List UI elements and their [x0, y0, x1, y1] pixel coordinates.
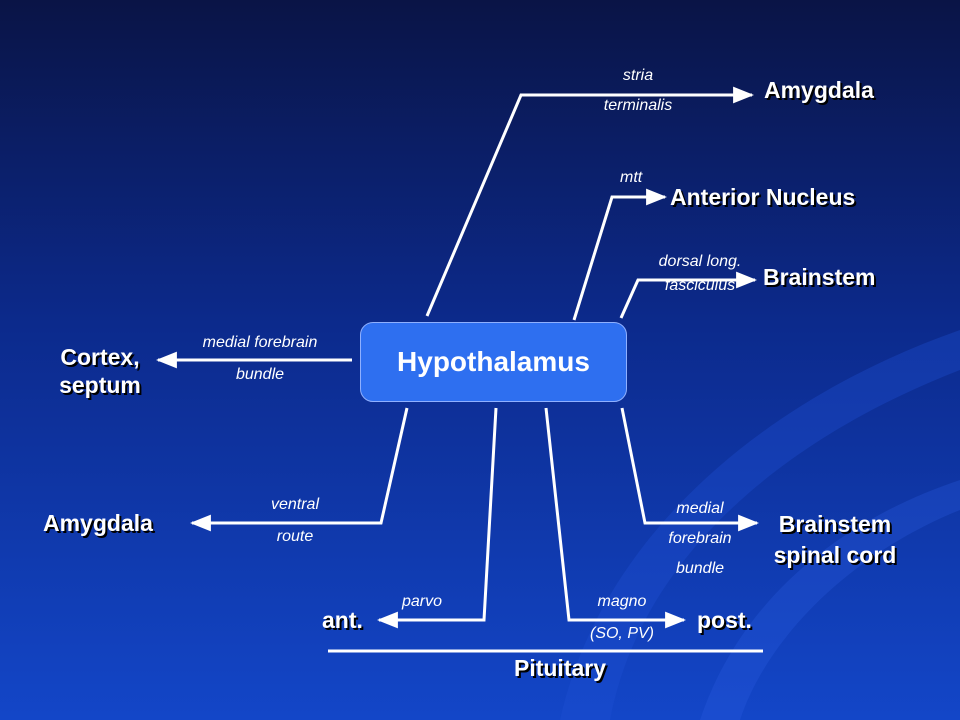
medial-forebrain-bundle-right-line3: bundle — [675, 560, 725, 577]
medial-forebrain-bundle-left-line2: bundle — [235, 366, 285, 383]
cortex-label: Cortex, — [60, 344, 140, 370]
stria-terminalis-line2: terminalis — [603, 97, 673, 114]
arrow-magno — [544, 407, 687, 629]
medial-forebrain-bundle-right-label: medial forebrain bundle — [650, 499, 750, 579]
arrow-stria-terminalis — [425, 86, 755, 317]
magno-line1: magno — [597, 593, 647, 610]
stria-terminalis-line1: stria — [622, 67, 654, 84]
anterior-pituitary-node: ant. — [322, 607, 363, 633]
ventral-route-line2: route — [276, 528, 314, 545]
septum-label: septum — [59, 372, 141, 398]
arrow-mtt — [572, 188, 668, 321]
hypothalamus-label: Hypothalamus — [397, 346, 590, 377]
dorsal-long-fasciculus-line1: dorsal long. — [658, 253, 742, 270]
mtt-label: mtt — [620, 169, 643, 186]
brainstem-label: Brainstem — [778, 511, 892, 537]
medial-forebrain-bundle-right-line1: medial — [676, 500, 724, 517]
anterior-nucleus-node: Anterior Nucleus — [670, 184, 856, 210]
dorsal-long-fasciculus-label: dorsal long. fasciculus — [640, 252, 760, 296]
dorsal-long-fasciculus-line2: fasciculus — [664, 277, 736, 294]
amygdala-bottom-node: Amygdala — [43, 510, 153, 536]
arrow-parvo — [376, 407, 498, 629]
posterior-pituitary-node: post. — [697, 607, 752, 633]
pituitary-label: Pituitary — [513, 655, 607, 681]
arrow-medial-forebrain-bundle-right — [620, 407, 760, 532]
parvo-label: parvo — [402, 593, 443, 610]
magno-label: magno (SO, PV) — [572, 592, 672, 644]
amygdala-top-node: Amygdala — [764, 77, 874, 103]
spinal-cord-label: spinal cord — [773, 542, 897, 568]
hypothalamus-node: Hypothalamus — [360, 322, 627, 402]
cortex-septum-node: Cortex, septum — [40, 343, 160, 399]
stria-terminalis-label: stria terminalis — [588, 66, 688, 116]
ventral-route-label: ventral route — [245, 495, 345, 547]
brainstem-top-node: Brainstem — [763, 264, 876, 290]
medial-forebrain-bundle-left-label: medial forebrain bundle — [175, 333, 345, 385]
medial-forebrain-bundle-left-line1: medial forebrain — [202, 334, 318, 351]
arrow-dorsal-long-fasciculus — [619, 271, 758, 319]
arrow-ventral-route — [189, 407, 409, 532]
medial-forebrain-bundle-right-line2: forebrain — [668, 530, 732, 547]
brainstem-spinal-cord-node: Brainstem spinal cord — [755, 509, 915, 571]
ventral-route-line1: ventral — [270, 496, 320, 513]
magno-line2: (SO, PV) — [589, 625, 654, 642]
